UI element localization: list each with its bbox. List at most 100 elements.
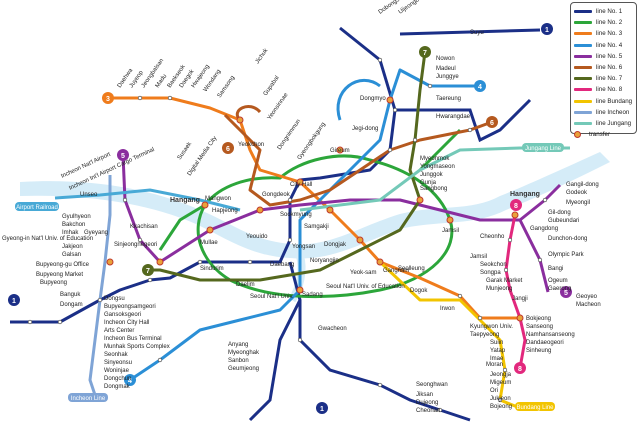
svg-text:Kkachisan: Kkachisan <box>130 224 158 230</box>
svg-text:Seonghwan: Seonghwan <box>416 382 448 388</box>
svg-text:Sindorim: Sindorim <box>200 266 224 272</box>
legend-row-3: line No. 3 <box>574 28 633 39</box>
svg-text:Bangi: Bangi <box>548 266 563 272</box>
legend-label: line Bundang <box>596 97 633 105</box>
station-labels-southeast: Bokjeong Sanseong Namhansanseong Dandaeo… <box>410 288 575 368</box>
svg-text:Imae: Imae <box>490 356 504 362</box>
svg-text:Dandaeogeori: Dandaeogeori <box>526 340 564 346</box>
han-river <box>20 152 610 259</box>
legend-row-8: line No. 8 <box>574 84 633 95</box>
svg-text:Yeokchon: Yeokchon <box>238 142 264 148</box>
legend-swatch <box>574 32 592 36</box>
svg-text:Mangwon: Mangwon <box>205 196 231 202</box>
svg-text:Seoul Nat'l Univ. of Education: Seoul Nat'l Univ. of Education <box>326 284 405 290</box>
svg-text:Gwacheon: Gwacheon <box>318 326 347 332</box>
svg-text:Gansoksgeori: Gansoksgeori <box>104 312 141 318</box>
station-labels-southwest: Dongsu Bupyeongsamgeori Gansoksgeori Inc… <box>104 296 170 390</box>
legend-swatch <box>574 110 592 114</box>
svg-text:Yeouido: Yeouido <box>246 234 268 240</box>
svg-text:Uijeongbu: Uijeongbu <box>398 0 424 16</box>
svg-text:Woninjae: Woninjae <box>104 368 130 374</box>
jungang-line-tag: Jungang Line <box>525 146 562 152</box>
svg-text:Sookmyung: Sookmyung <box>280 212 312 218</box>
svg-text:Nowon: Nowon <box>436 56 455 62</box>
svg-text:Incheon Bus Terminal: Incheon Bus Terminal <box>104 336 162 342</box>
legend-swatch <box>574 121 592 125</box>
svg-text:Gongdeok: Gongdeok <box>262 192 291 198</box>
svg-text:Irwon: Irwon <box>440 306 455 312</box>
legend-swatch <box>574 66 592 70</box>
svg-text:Junggye: Junggye <box>436 74 459 80</box>
legend-row-bundang: line Bundang <box>574 96 633 107</box>
svg-text:Sinyeonsu: Sinyeonsu <box>104 360 132 366</box>
transfer-icon <box>574 131 581 139</box>
svg-text:Sadang: Sadang <box>302 292 323 298</box>
station-markers <box>27 57 548 413</box>
incheon-line-tag: Incheon Line <box>71 396 106 402</box>
legend-swatch <box>574 99 592 103</box>
line-1 <box>10 26 397 324</box>
svg-text:Jukjeon: Jukjeon <box>490 396 511 402</box>
line-tags: Airport Railroad Incheon Line Jungang Li… <box>15 143 564 411</box>
svg-text:Yeok-sam: Yeok-sam <box>350 270 376 276</box>
svg-text:Seoul Nat'l Univ.: Seoul Nat'l Univ. <box>250 294 294 300</box>
svg-text:Samgakji: Samgakji <box>304 224 329 230</box>
svg-text:Bupyeong Market: Bupyeong Market <box>36 272 83 278</box>
svg-text:Suyu: Suyu <box>470 30 484 36</box>
svg-text:Gubeundari: Gubeundari <box>548 218 579 224</box>
svg-text:Sinjeongnegeori: Sinjeongnegeori <box>114 242 157 248</box>
svg-text:Jeongja: Jeongja <box>490 372 512 378</box>
line-bundang <box>378 260 521 410</box>
svg-text:Madeul: Madeul <box>436 66 456 72</box>
legend-row-incheon: line Incheon <box>574 107 633 118</box>
svg-text:Junggok: Junggok <box>420 172 444 178</box>
svg-text:Daelim: Daelim <box>236 282 255 288</box>
svg-text:Hwarangdae: Hwarangdae <box>436 114 471 120</box>
svg-text:Yongsan: Yongsan <box>292 244 315 250</box>
svg-text:5: 5 <box>121 153 125 160</box>
svg-text:Galsan: Galsan <box>62 252 81 258</box>
svg-text:Mullae: Mullae <box>200 240 218 246</box>
svg-text:Namhansanseong: Namhansanseong <box>526 332 575 338</box>
svg-text:Dongmak: Dongmak <box>104 384 131 390</box>
station-labels-north: Dobongsan Suyu Uijeongbu Nowon Madeul Ju… <box>330 0 484 154</box>
svg-text:Macheon: Macheon <box>576 302 601 308</box>
legend-label: line No. 7 <box>596 75 623 83</box>
svg-text:Gireum: Gireum <box>330 148 350 154</box>
svg-text:Yeonsinnae: Yeonsinnae <box>267 92 290 121</box>
svg-text:Gyulhyeon: Gyulhyeon <box>62 214 91 220</box>
svg-text:1: 1 <box>12 298 16 305</box>
svg-text:Kyungwon Univ.: Kyungwon Univ. <box>470 324 513 330</box>
svg-text:Myeonmok: Myeonmok <box>420 156 450 162</box>
svg-text:Olympic Park: Olympic Park <box>548 252 585 258</box>
svg-text:Unseo: Unseo <box>80 192 98 198</box>
svg-text:Jegi-dong: Jegi-dong <box>352 126 378 132</box>
svg-text:Taereung: Taereung <box>436 96 461 102</box>
svg-text:8: 8 <box>518 366 522 373</box>
svg-text:Jichuk: Jichuk <box>255 47 270 65</box>
svg-text:Banguk: Banguk <box>60 292 81 298</box>
transfer-markers <box>106 96 524 322</box>
svg-text:Bokjeong: Bokjeong <box>526 316 551 322</box>
svg-text:1: 1 <box>320 406 324 413</box>
station-labels-center: City Hall Yongsan Mullae Yeouido Sindori… <box>200 142 459 300</box>
line-4 <box>129 68 480 382</box>
svg-text:7: 7 <box>423 50 427 57</box>
svg-text:Madu: Madu <box>155 73 169 89</box>
legend-swatch <box>574 88 592 92</box>
legend-swatch <box>574 10 592 14</box>
svg-text:Moran: Moran <box>486 362 503 368</box>
svg-text:Geumjeong: Geumjeong <box>228 366 259 372</box>
svg-text:Yongmaseon: Yongmaseon <box>420 164 455 170</box>
svg-text:4: 4 <box>128 378 132 385</box>
svg-text:Taepyeong: Taepyeong <box>470 332 499 338</box>
svg-text:Bupyeong-gu Office: Bupyeong-gu Office <box>36 262 90 268</box>
svg-text:Noryangjin: Noryangjin <box>310 258 339 264</box>
svg-text:Seonhak: Seonhak <box>104 352 129 358</box>
svg-text:Suiin: Suiin <box>490 340 503 346</box>
bundang-line-tag: Bundang Line <box>516 405 554 411</box>
legend-swatch <box>574 77 592 81</box>
legend-label: line No. 3 <box>596 30 623 38</box>
line-7 <box>148 51 427 282</box>
